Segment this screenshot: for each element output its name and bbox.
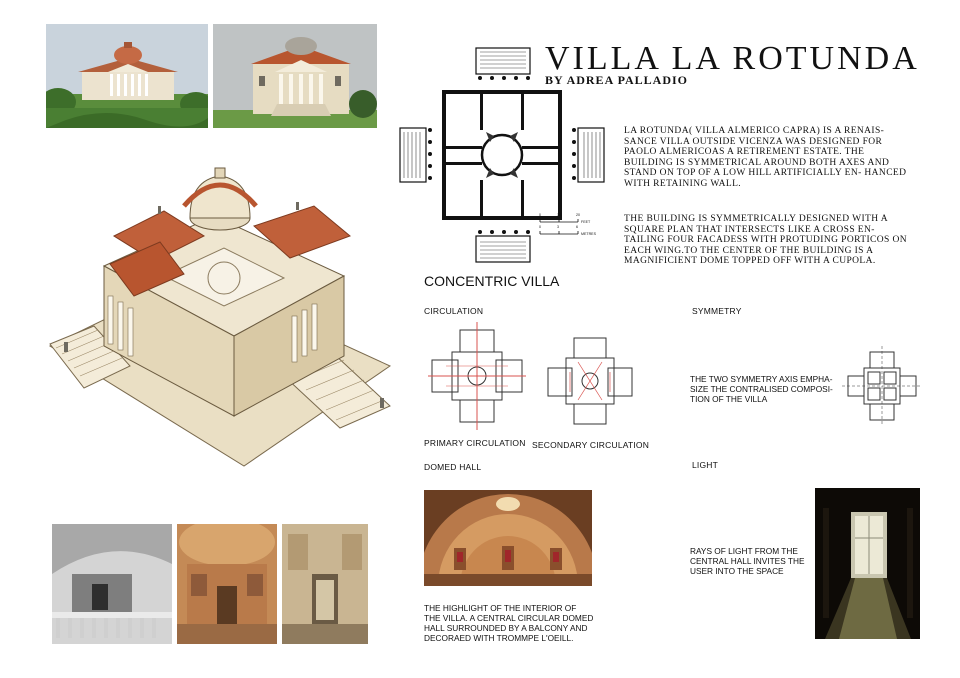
circulation-label: CIRCULATION	[424, 306, 484, 316]
domed-hall-description: THE HIGHLIGHT OF THE INTERIOR OF THE VIL…	[424, 603, 594, 643]
intro-paragraph-2: THE BUILDING IS SYMMETRICALLY DESIGNED W…	[624, 214, 908, 266]
primary-circulation-diagram	[426, 320, 528, 432]
scale-metre-tick-2: 6	[576, 225, 578, 229]
villa-exterior-photo-2	[213, 24, 377, 128]
secondary-circulation-caption: SECONDARY CIRCULATION	[532, 440, 650, 450]
symmetry-label: SYMMETRY	[692, 306, 742, 316]
scale-metre-tick-0: 0	[539, 225, 541, 229]
scale-feet-tick-1: 10	[557, 213, 561, 217]
page-byline: BY ADREA PALLADIO	[545, 73, 689, 87]
domed-hall-photo	[424, 490, 592, 586]
light-description: RAYS OF LIGHT FROM THE CENTRAL HALL INVI…	[690, 546, 805, 576]
intro-paragraph-1: LA ROTUNDA( VILLA ALMERICO CAPRA) IS A R…	[624, 126, 907, 189]
villa-exterior-photo-1	[46, 24, 208, 128]
scale-feet-tick-0: 0	[539, 213, 541, 217]
secondary-circulation-diagram	[544, 332, 636, 430]
domed-hall-label: DOMED HALL	[424, 462, 482, 472]
light-doorway-photo	[815, 488, 920, 639]
scale-metre-tick-1: 3	[557, 225, 559, 229]
concentric-villa-heading: CONCENTRIC VILLA	[424, 273, 560, 289]
scale-feet-label: FEET	[581, 220, 591, 224]
interior-doorway-photo	[282, 524, 368, 644]
plan-scale-bar: 0 10 20 FEET 0 3 6 METRES	[538, 213, 598, 238]
symmetry-description: THE TWO SYMMETRY AXIS EMPHA- SIZE THE CO…	[690, 374, 833, 404]
villa-floor-plan	[398, 46, 606, 264]
symmetry-diagram	[842, 346, 922, 426]
primary-circulation-caption: PRIMARY CIRCULATION	[424, 438, 526, 448]
scale-feet-tick-2: 20	[576, 213, 580, 217]
scale-metres-label: METRES	[581, 232, 596, 236]
interior-balcony-photo	[52, 524, 172, 644]
light-label: LIGHT	[692, 460, 719, 470]
interior-fresco-hall-photo	[177, 524, 277, 644]
page-title: VILLA LA ROTUNDA	[545, 40, 920, 77]
villa-cutaway-axonometric	[44, 166, 396, 474]
